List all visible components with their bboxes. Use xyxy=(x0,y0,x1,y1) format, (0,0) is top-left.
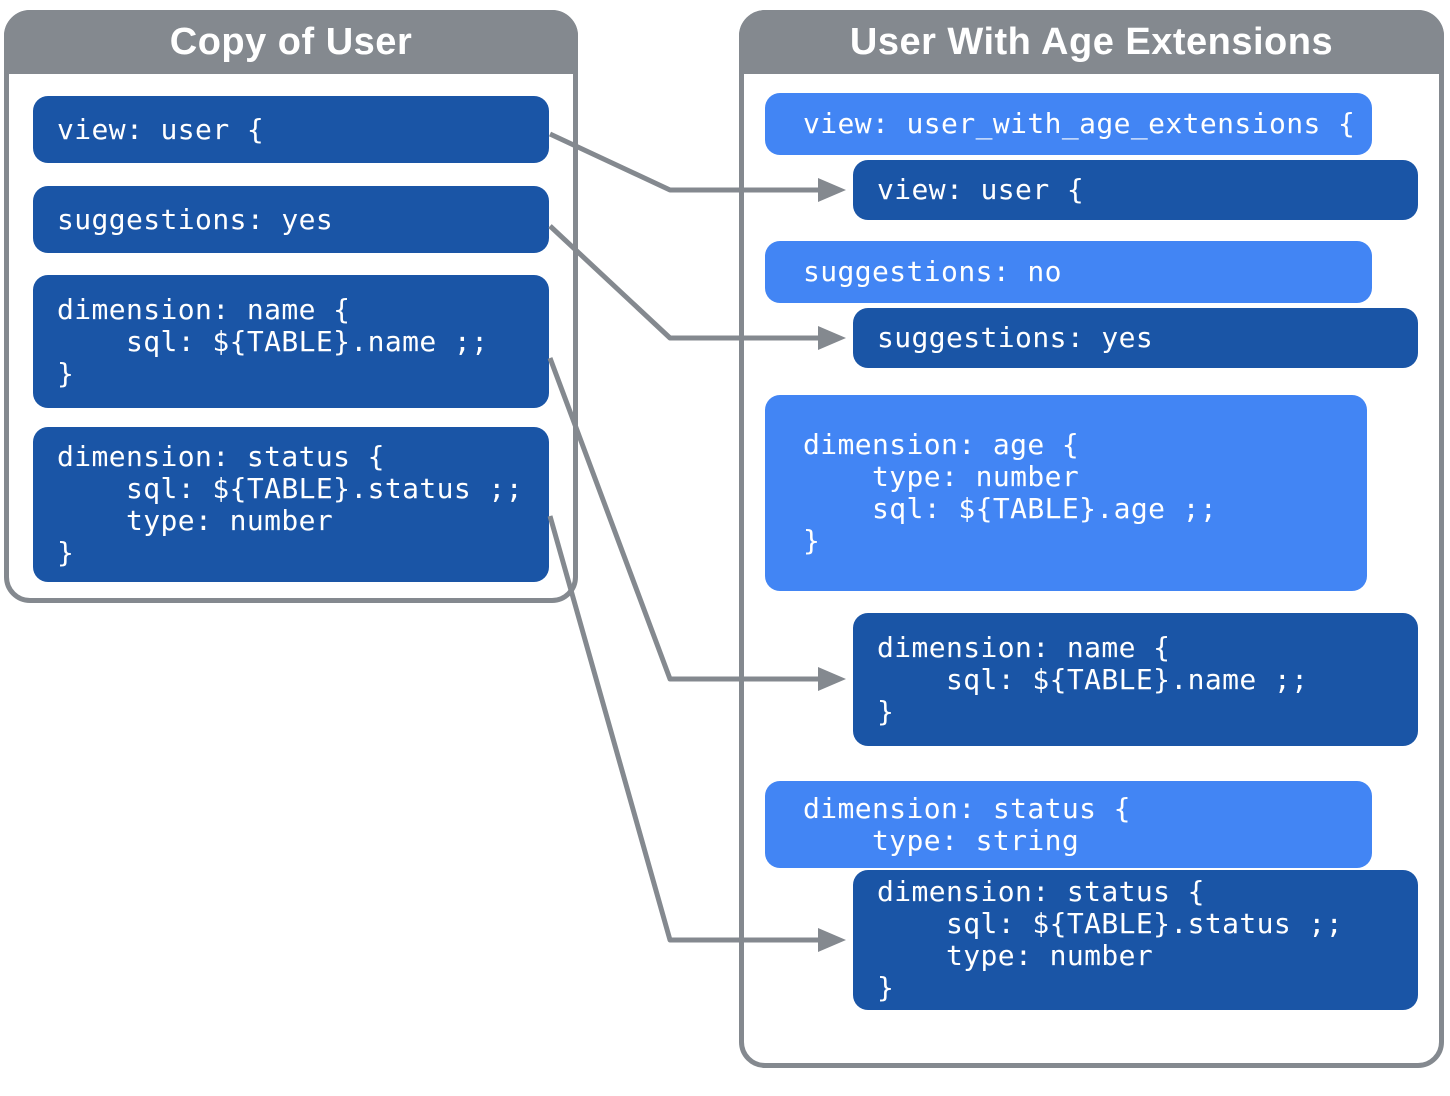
right-block-view-user-inherited: view: user { xyxy=(853,160,1418,220)
panel-user-with-age-extensions: User With Age Extensions view: user_with… xyxy=(739,10,1444,1068)
panel-copy-of-user-title: Copy of User xyxy=(169,20,413,63)
right-block-view-extended-code: view: user_with_age_extensions { xyxy=(803,107,1356,140)
left-block-dimension-name: dimension: name { sql: ${TABLE}.name ;; … xyxy=(33,275,549,408)
right-block-dimension-status-inherited: dimension: status { sql: ${TABLE}.status… xyxy=(853,870,1418,1010)
left-block-dimension-status-code: dimension: status { sql: ${TABLE}.status… xyxy=(57,439,523,569)
right-block-dimension-name-inherited-code: dimension: name { sql: ${TABLE}.name ;; … xyxy=(877,630,1309,728)
panel-user-with-age-extensions-title: User With Age Extensions xyxy=(849,20,1334,63)
right-block-suggestions-yes-inherited-code: suggestions: yes xyxy=(877,321,1154,354)
right-block-dimension-status-override-code: dimension: status { type: string xyxy=(803,791,1131,857)
right-block-dimension-name-inherited: dimension: name { sql: ${TABLE}.name ;; … xyxy=(853,613,1418,746)
panel-copy-of-user-header: Copy of User xyxy=(4,10,578,74)
left-block-view-user: view: user { xyxy=(33,96,549,163)
left-block-suggestions-yes-code: suggestions: yes xyxy=(57,202,334,236)
right-block-dimension-age: dimension: age { type: number sql: ${TAB… xyxy=(765,395,1367,591)
left-block-dimension-status: dimension: status { sql: ${TABLE}.status… xyxy=(33,427,549,582)
right-block-view-user-inherited-code: view: user { xyxy=(877,173,1085,206)
right-block-view-extended: view: user_with_age_extensions { xyxy=(765,93,1372,155)
right-block-suggestions-no: suggestions: no xyxy=(765,241,1372,303)
right-block-dimension-status-inherited-code: dimension: status { sql: ${TABLE}.status… xyxy=(877,875,1343,1004)
right-block-dimension-status-override: dimension: status { type: string xyxy=(765,781,1372,868)
left-block-dimension-name-code: dimension: name { sql: ${TABLE}.name ;; … xyxy=(57,292,489,390)
left-block-view-user-code: view: user { xyxy=(57,112,265,146)
right-block-suggestions-no-code: suggestions: no xyxy=(803,255,1062,288)
panel-copy-of-user: Copy of User view: user { suggestions: y… xyxy=(4,10,578,603)
right-block-dimension-age-code: dimension: age { type: number sql: ${TAB… xyxy=(803,428,1218,557)
right-block-suggestions-yes-inherited: suggestions: yes xyxy=(853,308,1418,368)
left-block-suggestions-yes: suggestions: yes xyxy=(33,186,549,253)
panel-user-with-age-extensions-header: User With Age Extensions xyxy=(739,10,1444,74)
